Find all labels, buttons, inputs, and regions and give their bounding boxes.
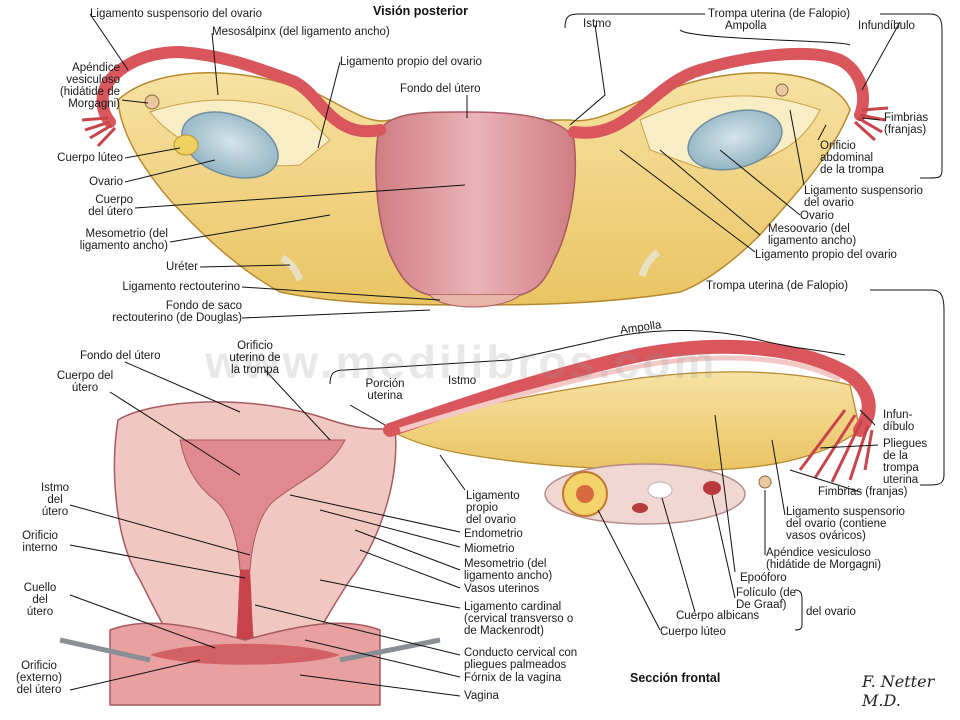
heading-posterior: Visión posterior: [373, 4, 468, 18]
corpus-albicans: [647, 481, 673, 499]
right-retractor: [339, 637, 441, 663]
label-miometrio: Miometrio: [464, 543, 515, 555]
label-infundibulo-top: Infundíbulo: [858, 20, 915, 32]
left-appendix: [144, 94, 160, 110]
label-fimbrias-top: Fimbrias(franjas): [884, 112, 929, 136]
corpus-luteum-frontal: [703, 481, 721, 495]
label-lig-susp-ovario: Ligamento suspensorio del ovario: [90, 8, 262, 20]
left-ovary: [181, 111, 279, 179]
label-lig-propio: Ligamento propio del ovario: [340, 56, 482, 68]
label-ovario: Ovario: [89, 176, 123, 188]
label-cuerpo-luteo-bottom: Cuerpo lúteo: [660, 626, 726, 638]
left-tube: [96, 45, 386, 138]
netter-signature: F. Netter M.D.: [862, 672, 935, 710]
label-epooforo: Epoóforo: [740, 572, 787, 584]
label-trompa-top: Trompa uterina (de Falopio): [708, 8, 851, 20]
frontal-fimbriae: [798, 409, 874, 483]
label-istmo-bottom: Istmo: [448, 375, 477, 387]
right-tube: [568, 47, 870, 139]
label-lig-cardinal: Ligamento cardinal(cervical transverso o…: [464, 601, 574, 637]
label-fimbrias-bottom: Fimbrias (franjas): [818, 486, 908, 498]
label-endometrio: Endometrio: [464, 528, 523, 540]
label-apendice-bottom: Apéndice vesiculoso(hidátide de Morgagni…: [766, 547, 882, 571]
heading-frontal: Sección frontal: [630, 671, 721, 685]
posterior-view: [81, 45, 889, 308]
follicle-small: [632, 503, 648, 513]
label-mesosalpinx: Mesosálpinx (del ligamento ancho): [212, 26, 390, 38]
left-retractor: [59, 637, 151, 663]
label-lig-propio-right: Ligamento propio del ovario: [755, 249, 897, 261]
right-appendix: [775, 83, 789, 97]
label-del-ovario: del ovario: [806, 606, 856, 618]
right-fimbriae: [853, 106, 889, 142]
watermark: www.medilibros.com: [205, 336, 718, 388]
label-ovario-right: Ovario: [800, 210, 834, 222]
label-ureter: Uréter: [166, 261, 198, 273]
frontal-section: [59, 339, 876, 706]
right-ovary: [687, 109, 783, 171]
uterus-body: [375, 111, 577, 296]
left-corpus-luteum: [173, 134, 199, 156]
vaginal-fornix: [150, 643, 340, 665]
label-vasos: Vasos uterinos: [464, 583, 540, 595]
label-trompa-bottom: Trompa uterina (de Falopio): [706, 280, 849, 292]
label-cuerpo-albicans: Cuerpo albicans: [676, 610, 760, 622]
label-infundibulo-bottom: Infun-díbulo: [883, 409, 915, 433]
label-lig-rectouterino: Ligamento rectouterino: [122, 281, 240, 293]
label-ampolla-top: Ampolla: [725, 20, 767, 32]
tube-lumen: [399, 355, 842, 433]
label-istmo-top: Istmo: [583, 18, 612, 30]
label-fornix: Fórnix de la vagina: [464, 672, 562, 684]
follicle-core: [576, 485, 594, 503]
label-vagina: Vagina: [464, 690, 499, 702]
tube-frontal: [383, 339, 876, 437]
mesosalpinx-frontal: [388, 371, 861, 471]
label-orificio-externo: Orificio(externo)del útero: [15, 660, 63, 696]
appendix-frontal: [758, 475, 772, 489]
label-fondo-utero-bottom: Fondo del útero: [80, 350, 161, 362]
label-cuerpo-luteo: Cuerpo lúteo: [57, 152, 123, 164]
cervical-canal: [235, 570, 255, 650]
label-fondo-utero: Fondo del útero: [400, 83, 481, 95]
uterine-cavity: [179, 439, 346, 571]
right-ureter: [638, 249, 661, 278]
leader-lines: [69, 13, 945, 697]
left-fimbriae: [81, 116, 117, 148]
left-ureter: [280, 254, 304, 282]
